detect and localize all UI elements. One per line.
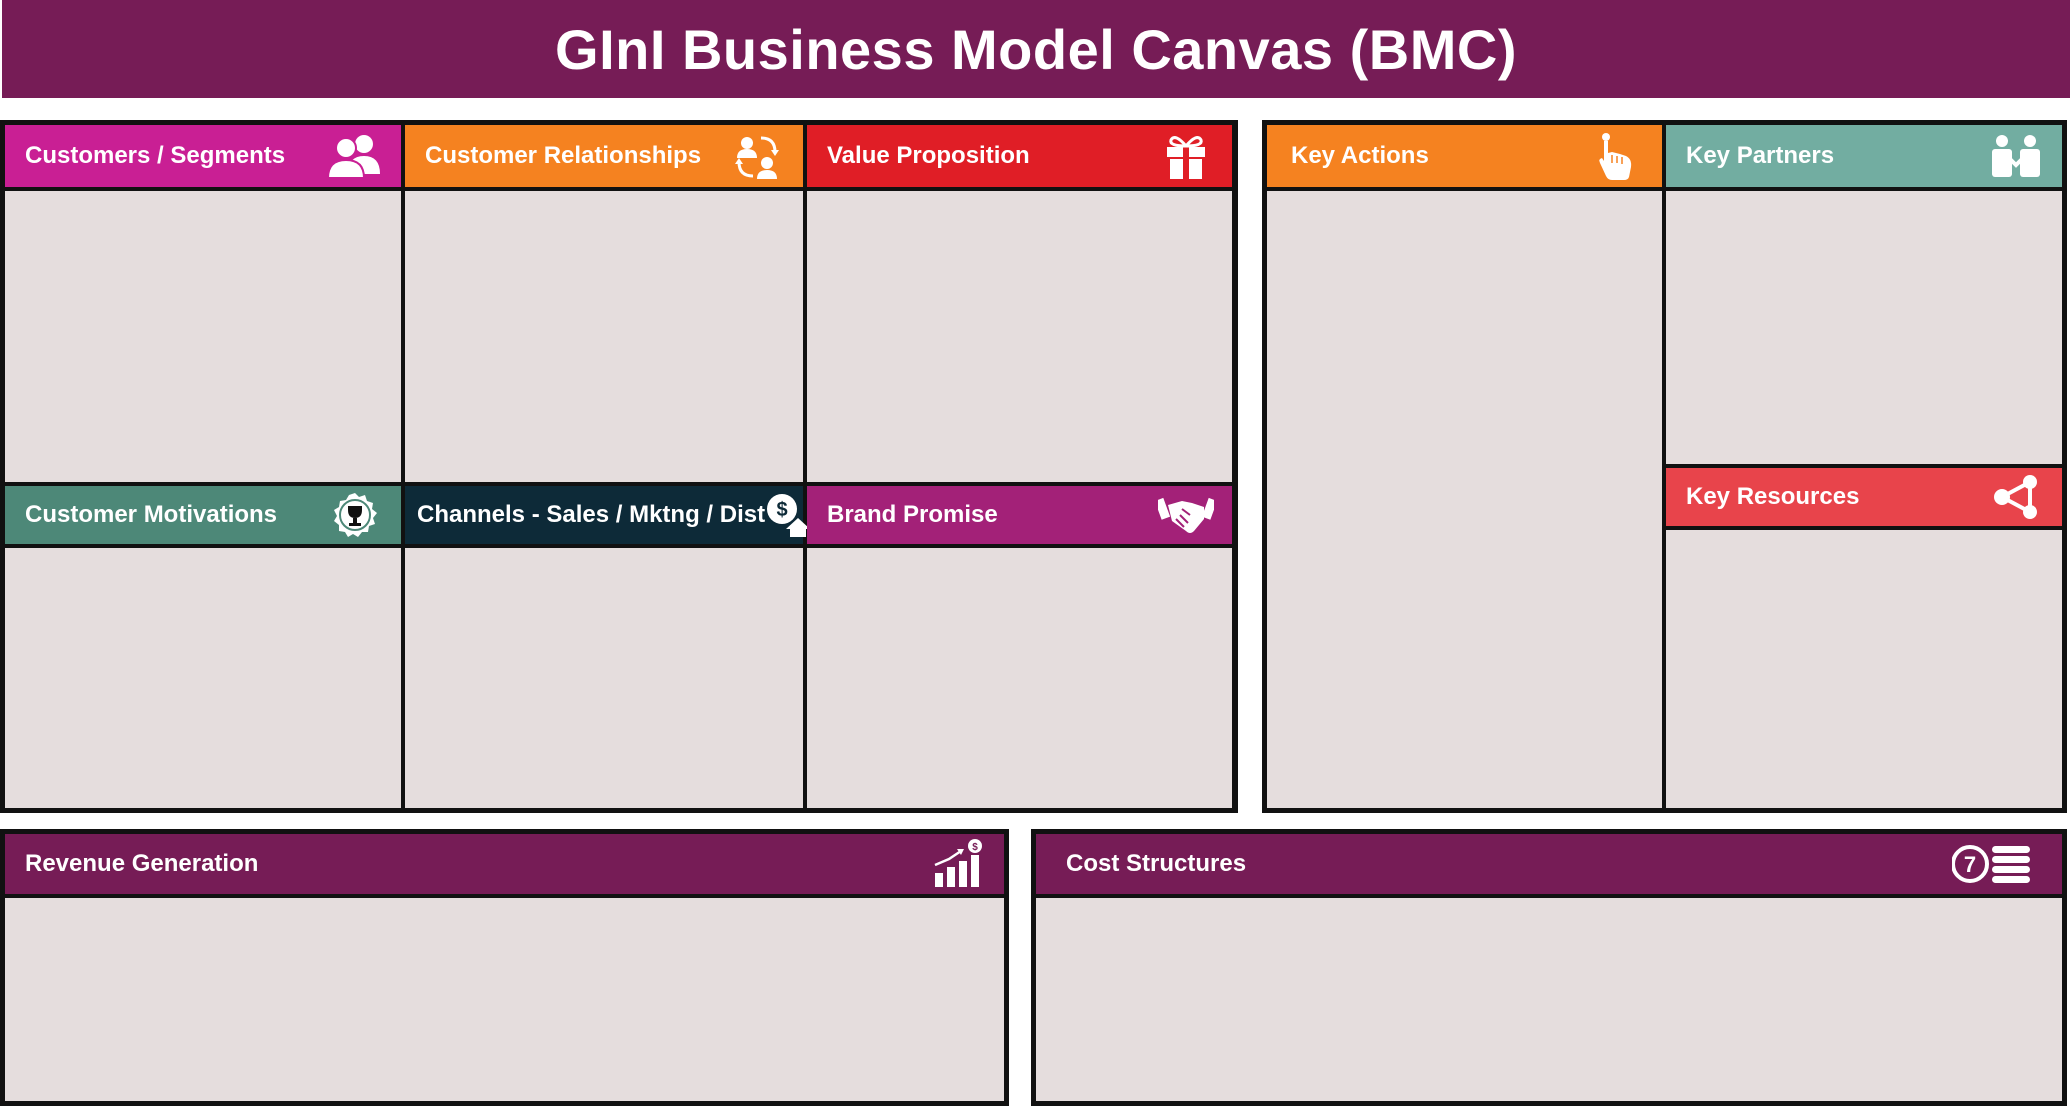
coin-stack-icon: 7 bbox=[1952, 838, 2032, 890]
key-resources-section[interactable]: Key Resources bbox=[1666, 468, 2062, 808]
key-resources-header: Key Resources bbox=[1666, 468, 2062, 530]
svg-text:$: $ bbox=[972, 842, 978, 853]
key-partners-header: Key Partners bbox=[1666, 125, 2062, 191]
brand-promise-label: Brand Promise bbox=[827, 501, 998, 528]
channels-section[interactable]: Channels - Sales / Mktng / Dist $ bbox=[405, 486, 811, 808]
svg-text:$: $ bbox=[777, 499, 788, 521]
cost-structures-label: Cost Structures bbox=[1066, 850, 1247, 877]
dollar-home-icon: $ bbox=[765, 489, 811, 541]
cost-structures-header: Cost Structures 7 bbox=[1036, 834, 2062, 898]
value-proposition-body[interactable] bbox=[807, 191, 1232, 482]
revenue-generation-header: Revenue Generation $ bbox=[5, 834, 1004, 898]
key-resources-body[interactable] bbox=[1666, 530, 2062, 808]
customer-relationships-label: Customer Relationships bbox=[425, 142, 702, 169]
key-resources-label: Key Resources bbox=[1686, 483, 1860, 510]
revenue-generation-body[interactable] bbox=[5, 898, 1004, 1101]
customer-motivations-body[interactable] bbox=[5, 548, 401, 808]
channels-header: Channels - Sales / Mktng / Dist $ bbox=[405, 486, 811, 548]
customer-motivations-label: Customer Motivations bbox=[25, 501, 278, 528]
key-actions-body[interactable] bbox=[1267, 191, 1662, 808]
share-network-icon bbox=[1986, 471, 2046, 523]
key-partners-section[interactable]: Key Partners bbox=[1666, 125, 2062, 464]
cost-structures-section[interactable]: Cost Structures 7 bbox=[1036, 834, 2062, 1101]
key-actions-section[interactable]: Key Actions bbox=[1267, 125, 1662, 808]
customer-motivations-section[interactable]: Customer Motivations bbox=[5, 486, 401, 808]
brand-promise-body[interactable] bbox=[807, 548, 1232, 808]
customers-segments-section[interactable]: Customers / Segments bbox=[5, 125, 401, 482]
customers-segments-label: Customers / Segments bbox=[25, 142, 286, 169]
key-actions-label: Key Actions bbox=[1291, 142, 1429, 169]
growth-chart-icon: $ bbox=[928, 838, 988, 890]
key-partners-body[interactable] bbox=[1666, 191, 2062, 464]
key-actions-header: Key Actions bbox=[1267, 125, 1662, 191]
channels-body[interactable] bbox=[405, 548, 803, 808]
customer-motivations-header: Customer Motivations bbox=[5, 486, 401, 548]
value-proposition-header: Value Proposition bbox=[807, 125, 1232, 191]
key-partners-label: Key Partners bbox=[1686, 142, 1835, 169]
customer-relationships-body[interactable] bbox=[405, 191, 803, 482]
hand-pointer-icon bbox=[1586, 130, 1646, 182]
users-icon bbox=[325, 130, 385, 182]
value-proposition-section[interactable]: Value Proposition bbox=[807, 125, 1232, 482]
trophy-badge-icon bbox=[325, 489, 385, 541]
revenue-generation-section[interactable]: Revenue Generation $ bbox=[5, 834, 1004, 1101]
channels-label: Channels - Sales / Mktng / Dist bbox=[417, 501, 766, 528]
customers-segments-header: Customers / Segments bbox=[5, 125, 401, 191]
gift-icon bbox=[1156, 130, 1216, 182]
relationship-cycle-icon bbox=[727, 130, 787, 182]
value-proposition-label: Value Proposition bbox=[827, 142, 1030, 169]
svg-text:7: 7 bbox=[1964, 852, 1976, 877]
cost-structures-body[interactable] bbox=[1036, 898, 2062, 1101]
brand-promise-header: Brand Promise bbox=[807, 486, 1232, 548]
page-title: GInI Business Model Canvas (BMC) bbox=[555, 17, 1517, 81]
brand-promise-section[interactable]: Brand Promise bbox=[807, 486, 1232, 808]
customers-segments-body[interactable] bbox=[5, 191, 401, 482]
revenue-generation-label: Revenue Generation bbox=[25, 850, 259, 877]
partners-icon bbox=[1986, 130, 2046, 182]
customer-relationships-section[interactable]: Customer Relationships bbox=[405, 125, 803, 482]
handshake-icon bbox=[1156, 489, 1216, 541]
title-bar: GInI Business Model Canvas (BMC) bbox=[2, 0, 2070, 98]
customer-relationships-header: Customer Relationships bbox=[405, 125, 803, 191]
